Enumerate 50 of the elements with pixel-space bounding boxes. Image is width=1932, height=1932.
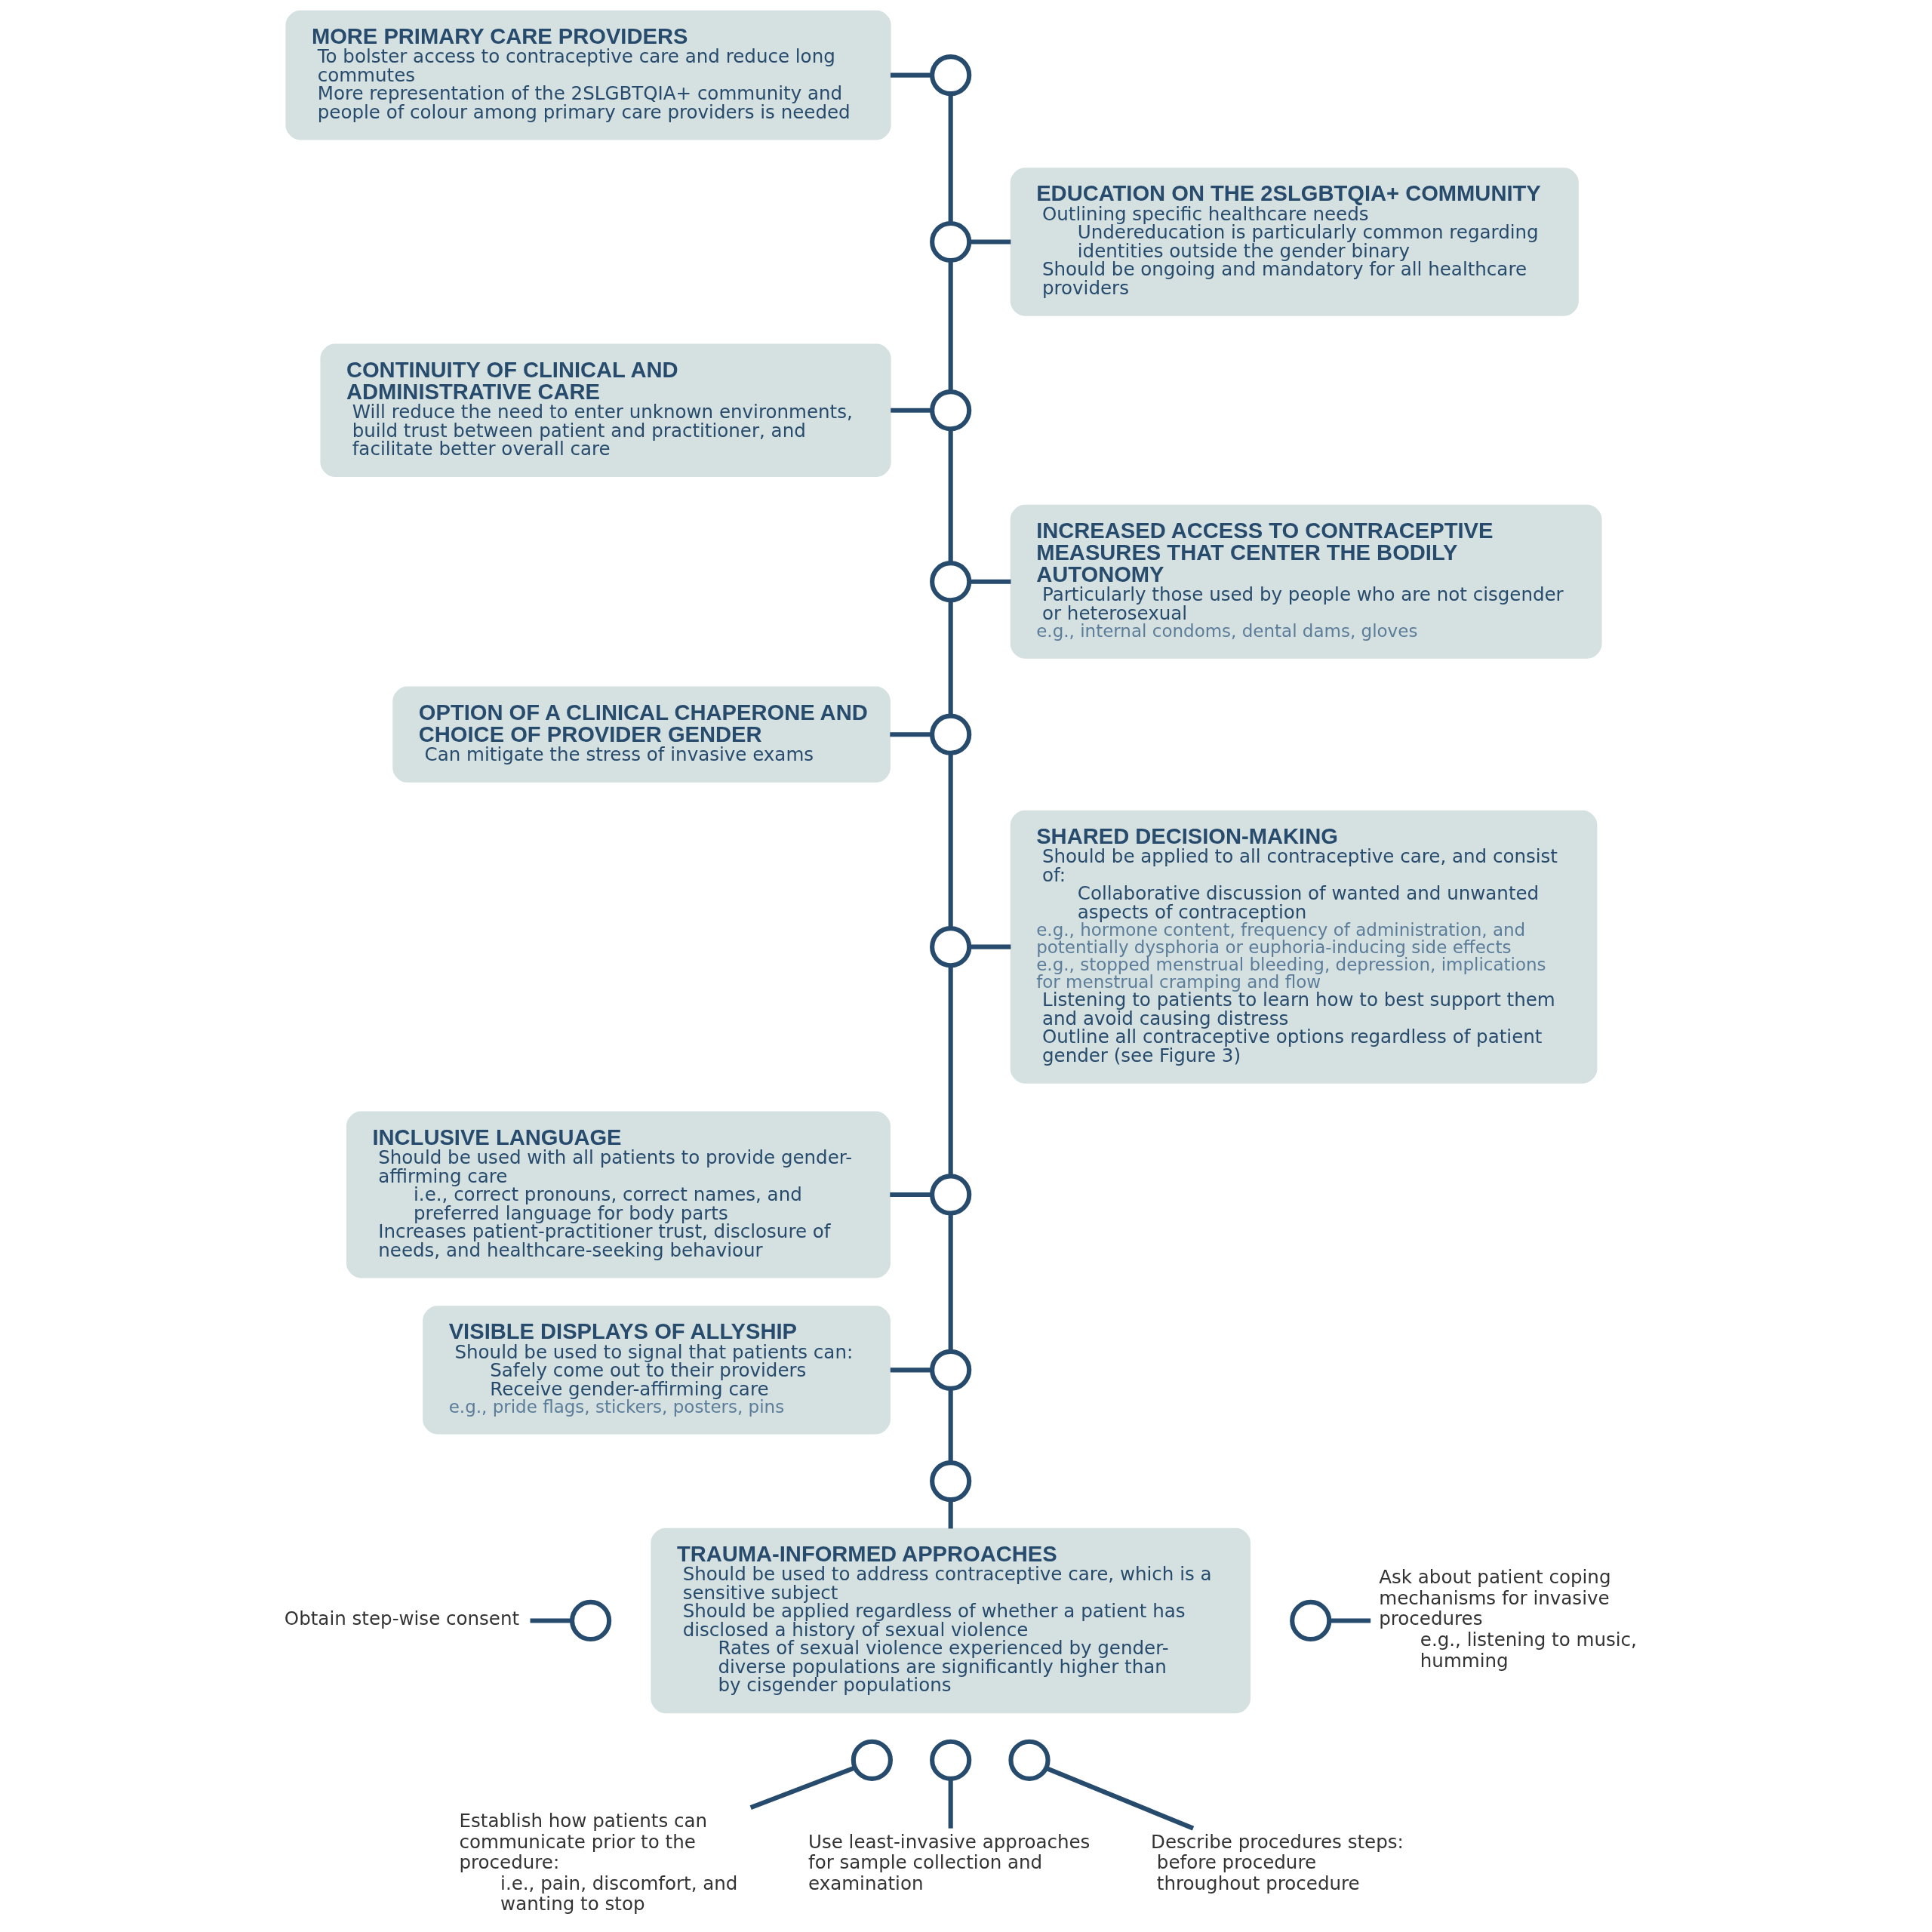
node-text: Describe procedures steps: before procedure throughout procedure [1151, 1830, 1404, 1894]
connector [948, 1213, 953, 1352]
node-box: EDUCATION ON THE 2SLGBTQIA+ COMMUNITY Outlining specific healthcare needs Undereducation is particularly common regarding identities outside the gender binary Should be ongoing and mandatory for all healthcare providers [1010, 168, 1579, 316]
node-box: VISIBLE DISPLAYS OF ALLYSHIP Should be used to signal that patients can: Safely come out to their providers Receive gender-affirming care e.g., pride flags, stickers, posters, pins [423, 1306, 891, 1435]
node-circle [930, 926, 972, 968]
node-circle [930, 713, 972, 755]
connector [948, 753, 953, 928]
connector [749, 1765, 856, 1810]
node-circle [1290, 1599, 1332, 1642]
node-box: SHARED DECISION-MAKING Should be applied to all contraceptive care, and consist of: Collaborative discussion of wanted and unwanted aspects of contraception e.g., hormone content, frequency of administration, and potentially dysphoria or euphoria-inducing side effects e.g., stopped menstrual bleeding, depression, implications for menstrual cramping and flow Listening to patients to learn how to best support them and avoid causing distress Outline all contraceptive options regardless of patient gender (see Figure 3) [1010, 810, 1598, 1084]
node-circle [930, 389, 972, 432]
connector [1044, 1766, 1195, 1831]
connector [948, 1500, 953, 1529]
node-box: INCREASED ACCESS TO CONTRACEPTIVE MEASURES THAT CENTER THE BODILY AUTONOMY Particularly those used by people who are not cisgender or heterosexual e.g., internal condoms, dental dams, gloves [1010, 504, 1602, 659]
connector [890, 1367, 932, 1373]
node-circle [851, 1739, 893, 1781]
connector [969, 944, 1011, 949]
node-box: CONTINUITY OF CLINICAL AND ADMINISTRATIVE CARE Will reduce the need to enter unknown environments, build trust between patient and practitioner, and facilitate better overall care [320, 343, 891, 477]
connector [948, 965, 953, 1177]
node-text: Establish how patients can communicate prior to the procedure: i.e., pain, discomfort, and wanting to stop [459, 1809, 738, 1915]
node-circle [930, 1460, 972, 1503]
connector [530, 1618, 572, 1623]
connector [948, 260, 953, 392]
node-text: Obtain step-wise consent [284, 1607, 520, 1630]
node-circle [930, 1739, 972, 1781]
connector [969, 579, 1011, 584]
node-circle [930, 561, 972, 603]
connector [969, 239, 1011, 245]
node-text: Ask about patient coping mechanisms for invasive procedures e.g., listening to music, humming [1379, 1566, 1637, 1672]
node-box: INCLUSIVE LANGUAGE Should be used with all patients to provide gender-affirming care i.e., correct pronouns, correct names, and preferred language for body parts Increases patient-practitioner trust, disclosure of needs, and healthcare-seeking behaviour [346, 1111, 891, 1278]
node-circle [930, 1174, 972, 1216]
node-circle [930, 220, 972, 263]
node-box: TRAUMA-INFORMED APPROACHES Should be used to address contraceptive care, which is a sensitive subject Should be applied regardless of whether a patient has disclosed a history of sexual violence Rates of sexual violence experienced by gender-diverse populations are significantly higher than by cisgender populations [651, 1527, 1251, 1714]
connector [948, 429, 953, 563]
node-box: MORE PRIMARY CARE PROVIDERS To bolster access to contraceptive care and reduce long commutes More representation of the 2SLGBTQIA+ community and people of colour among primary care providers is needed [285, 10, 891, 140]
connector [891, 408, 932, 413]
connector [890, 1192, 932, 1198]
connector [948, 1779, 953, 1829]
connector [890, 72, 932, 78]
node-circle [930, 54, 972, 97]
node-circle [1008, 1739, 1051, 1781]
connector [1329, 1618, 1371, 1623]
connector [890, 732, 932, 737]
connector [948, 1389, 953, 1463]
node-circle [930, 1349, 972, 1391]
connector [948, 600, 953, 716]
node-circle [570, 1599, 612, 1642]
node-text: Use least-invasive approaches for sample collection and examination [808, 1830, 1091, 1894]
connector [948, 94, 953, 223]
node-box: OPTION OF A CLINICAL CHAPERONE AND CHOICE OF PROVIDER GENDER Can mitigate the stress of invasive exams [392, 686, 891, 783]
